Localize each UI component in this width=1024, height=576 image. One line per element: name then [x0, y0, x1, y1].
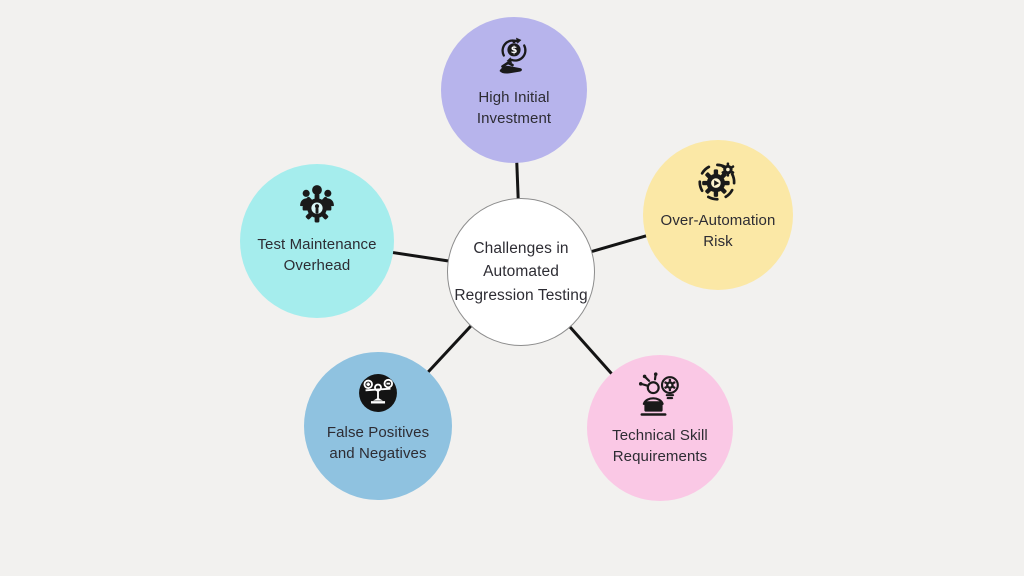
node-label: Over-Automation Risk [660, 212, 776, 251]
node-label: High Initial Investment [476, 89, 552, 128]
balance-scale-icon [352, 367, 404, 419]
node-technical-skill-requirements: Technical Skill Requirements [587, 355, 733, 501]
team-gear-icon [292, 179, 342, 231]
node-test-maintenance-overhead: Test Maintenance Overhead [240, 164, 394, 318]
node-false-positives-negatives: False Positives and Negatives [304, 352, 452, 500]
automation-gears-icon [693, 155, 743, 207]
node-label: Test Maintenance Overhead [257, 236, 377, 275]
node-over-automation-risk: Over-Automation Risk [643, 140, 793, 290]
money-bag-hand-icon: $ [490, 32, 538, 84]
center-node-challenges: Challenges in Automated Regression Testi… [447, 198, 595, 346]
node-label: Technical Skill Requirements [612, 427, 708, 466]
node-label: False Positives and Negatives [326, 424, 430, 463]
svg-text:$: $ [511, 45, 518, 56]
center-node-label: Challenges in Automated Regression Testi… [454, 240, 588, 304]
node-high-initial-investment: $ High Initial Investment [441, 17, 587, 163]
person-laptop-bulb-icon [635, 370, 685, 422]
